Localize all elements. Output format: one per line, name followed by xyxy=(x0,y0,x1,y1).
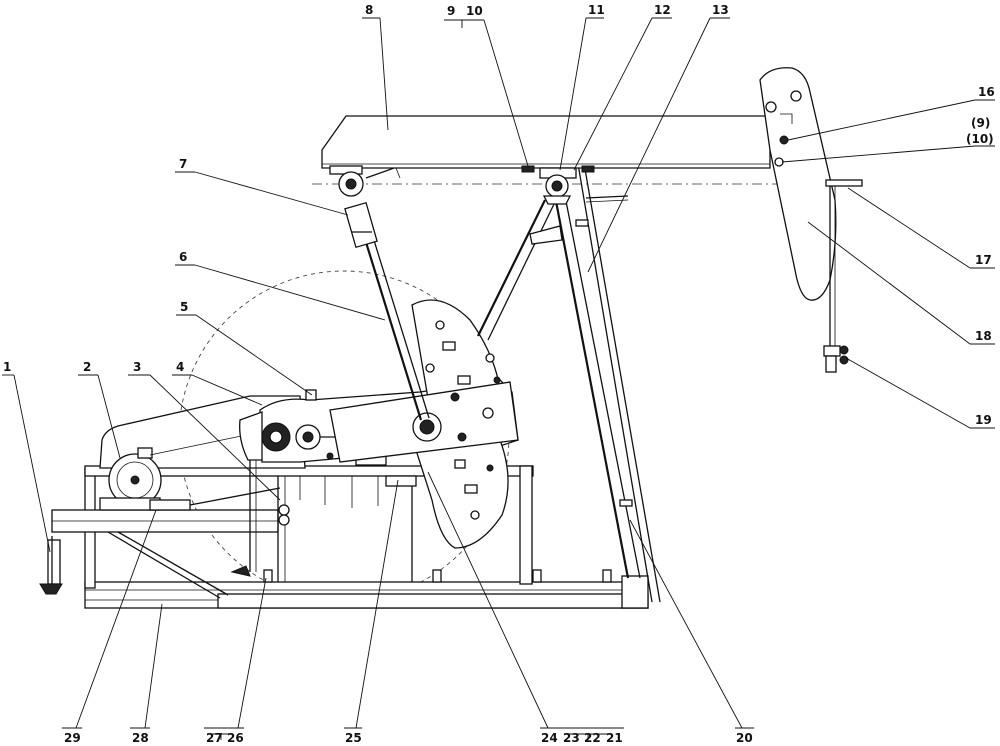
callout-labels: 1 2 3 4 5 6 7 8 9 10 11 12 13 16 (9) (10… xyxy=(3,3,995,745)
callout-26: 26 xyxy=(227,731,244,745)
callout-20: 20 xyxy=(736,731,753,745)
brake-assembly xyxy=(39,536,63,595)
walking-beam xyxy=(321,115,771,205)
carrier-bar xyxy=(825,179,863,187)
pitman-arm xyxy=(344,201,430,421)
callout-28: 28 xyxy=(132,731,149,745)
counterweight-lower xyxy=(415,439,509,549)
callout-10-alt: (10) xyxy=(966,132,994,146)
callout-3: 3 xyxy=(133,360,141,374)
callout-16: 16 xyxy=(978,85,995,99)
leader-lines xyxy=(2,17,995,740)
callout-21: 21 xyxy=(606,731,623,745)
callout-2: 2 xyxy=(83,360,91,374)
callout-13: 13 xyxy=(712,3,729,17)
callout-8: 8 xyxy=(365,3,373,17)
callout-10: 10 xyxy=(466,4,483,18)
base-frame xyxy=(51,465,649,609)
callout-22: 22 xyxy=(584,731,601,745)
callout-19: 19 xyxy=(975,413,992,427)
callout-4: 4 xyxy=(176,360,184,374)
callout-27: 27 xyxy=(206,731,223,745)
callout-11: 11 xyxy=(588,3,605,17)
samson-post xyxy=(477,139,661,603)
callout-12: 12 xyxy=(654,3,671,17)
callout-25: 25 xyxy=(345,731,362,745)
callout-9-alt: (9) xyxy=(971,116,990,130)
callout-6: 6 xyxy=(179,250,187,264)
callout-9: 9 xyxy=(447,4,455,18)
callout-29: 29 xyxy=(64,731,81,745)
callout-17: 17 xyxy=(975,253,992,267)
crank-and-counterweight xyxy=(329,299,519,549)
callout-23: 23 xyxy=(563,731,580,745)
callout-18: 18 xyxy=(975,329,992,343)
callout-7: 7 xyxy=(179,157,187,171)
callout-1: 1 xyxy=(3,360,11,374)
callout-24: 24 xyxy=(541,731,558,745)
polished-rod-clamp xyxy=(825,355,837,373)
horsehead xyxy=(759,67,863,373)
callout-5: 5 xyxy=(180,300,188,314)
